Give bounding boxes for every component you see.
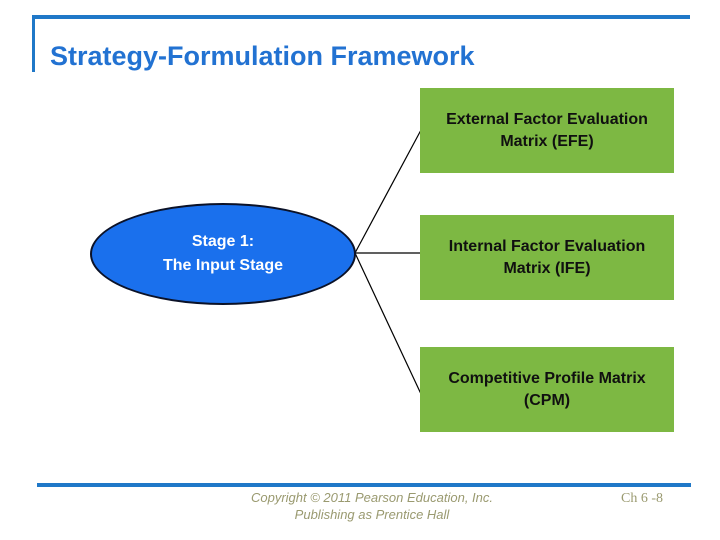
ife-label-line2: Matrix (IFE) xyxy=(503,259,591,277)
page-title: Strategy-Formulation Framework xyxy=(50,41,475,71)
efe-matrix-box: External Factor Evaluation Matrix (EFE) xyxy=(420,88,674,173)
stage1-label-line2: The Input Stage xyxy=(163,257,283,274)
efe-label-line2: Matrix (EFE) xyxy=(500,132,594,150)
title-left-rule xyxy=(32,15,35,72)
ife-matrix-box: Internal Factor Evaluation Matrix (IFE) xyxy=(420,215,674,300)
efe-label-line1: External Factor Evaluation xyxy=(446,110,648,128)
stage1-input-stage-ellipse: Stage 1: The Input Stage xyxy=(90,203,356,305)
connector-to-efe xyxy=(354,129,422,254)
copyright-line2: Publishing as Prentice Hall xyxy=(294,507,450,522)
cpm-label-line1: Competitive Profile Matrix xyxy=(448,369,646,387)
ife-label-line1: Internal Factor Evaluation xyxy=(448,237,646,255)
chapter-page-number: Ch 6 -8 xyxy=(621,491,663,506)
copyright-notice: Copyright © 2011 Pearson Education, Inc.… xyxy=(62,489,682,523)
cpm-matrix-box: Competitive Profile Matrix (CPM) xyxy=(420,347,674,432)
footer-rule xyxy=(37,483,691,487)
title-top-rule xyxy=(32,15,690,19)
cpm-label-line2: (CPM) xyxy=(523,391,571,409)
copyright-line1: Copyright © 2011 Pearson Education, Inc. xyxy=(250,490,494,505)
stage1-label-line1: Stage 1: xyxy=(191,233,255,250)
connector-to-cpm xyxy=(354,252,422,395)
